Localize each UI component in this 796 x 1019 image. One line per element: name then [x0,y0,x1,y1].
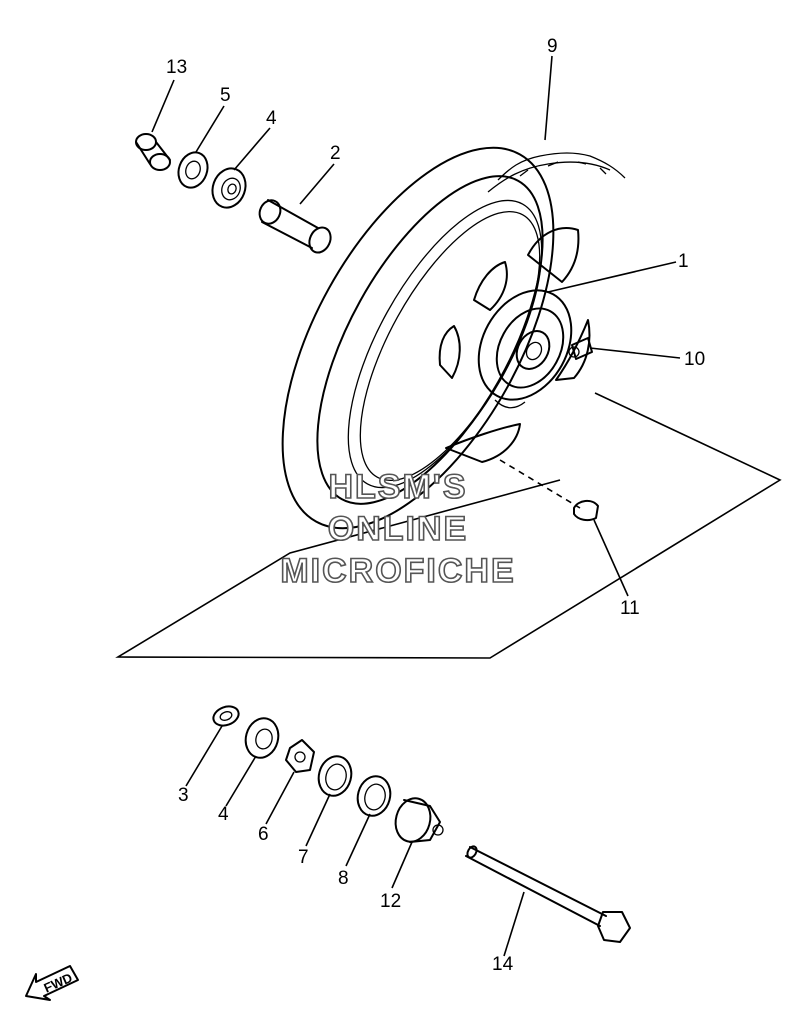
fwd-arrow-icon: FWD [25,965,79,1001]
clutch-retainer-6 [285,739,315,773]
callout-8: 8 [338,868,349,889]
callout-1: 1 [678,251,689,272]
watermark-line-3: MICROFICHE [280,552,515,590]
balance-weight-11 [573,500,599,522]
collar-8 [356,775,392,817]
oil-seal-7 [317,755,353,797]
assembly-guide-lines [115,392,782,659]
wheel-hub-1 [438,227,591,463]
callout-4-lower: 4 [218,804,229,825]
oil-seal-5 [177,151,209,189]
watermark: HLSM'S ONLINE MICROFICHE [280,467,515,591]
watermark-line-2: ONLINE [328,510,468,548]
callout-7: 7 [298,847,309,868]
wheel-tire-9 [281,146,626,530]
callout-6: 6 [258,824,269,845]
bearing-4-upper [211,167,247,209]
bearing-4-lower [244,717,280,759]
callout-13: 13 [166,57,187,78]
callout-12: 12 [380,891,401,912]
callout-10: 10 [684,349,705,370]
valve-stem-10 [568,337,593,360]
wheel-axle-14 [465,845,631,943]
circlip-3 [212,705,240,727]
callout-14: 14 [492,954,514,975]
collar-13 [135,133,171,171]
speedometer-gear-unit-12 [394,797,444,843]
callout-11: 11 [620,598,640,619]
callout-3: 3 [178,785,189,806]
callout-9: 9 [547,36,558,57]
callout-2: 2 [330,143,341,164]
watermark-line-1: HLSM'S [328,468,467,506]
fwd-label: FWD [41,970,74,996]
callout-labels: 13 5 4 2 9 1 10 11 3 4 6 7 8 12 14 [166,36,705,975]
callout-4-upper: 4 [266,108,277,129]
callout-5: 5 [220,85,231,106]
leader-lines [151,55,681,957]
spacer-2 [258,199,332,254]
